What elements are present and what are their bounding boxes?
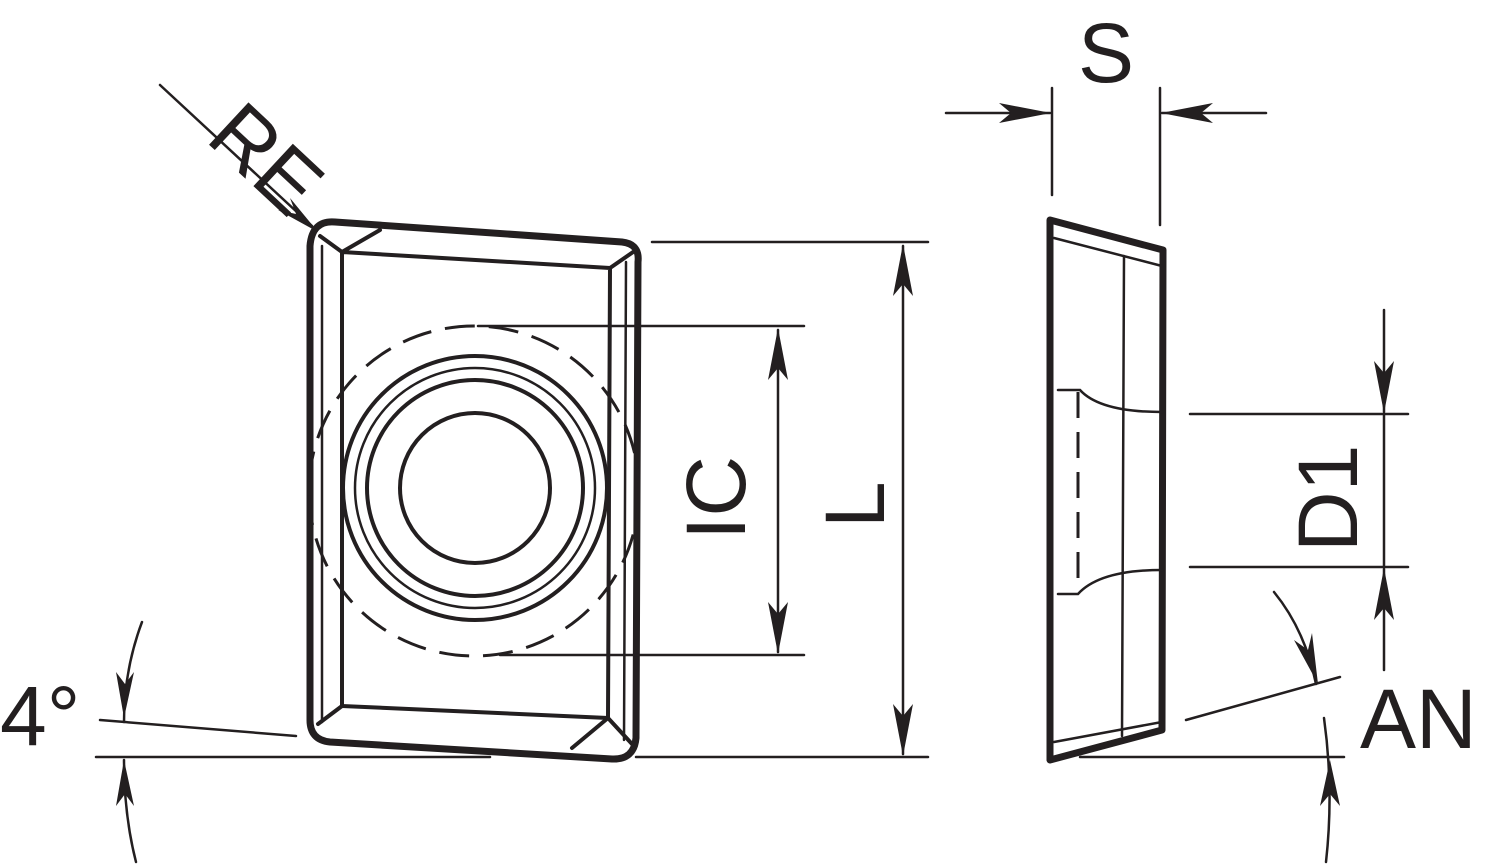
insert-cutting-edge-land <box>340 250 612 720</box>
side-view-chamfer-line <box>1052 236 1164 268</box>
l-label: L <box>808 481 902 528</box>
side-view-outline <box>1046 216 1167 764</box>
angle-inclined-line <box>98 718 298 738</box>
an-arc-upper <box>1272 590 1318 686</box>
angle-4-degree-dimension: 4° <box>0 620 492 864</box>
side-view-counterbore-bottom <box>1056 568 1164 596</box>
screw-hole <box>398 411 552 565</box>
l-length-dimension: L <box>634 240 930 759</box>
corner-bevel-top-left-b <box>340 228 382 254</box>
side-view-relief-line <box>1120 254 1126 738</box>
angle-arrow-upper <box>116 672 134 718</box>
counterbore-ring-inner <box>365 378 585 598</box>
angle-arc-upper <box>122 620 144 724</box>
an-arrow-lower <box>1320 760 1340 806</box>
ic-label: IC <box>669 456 763 540</box>
right-side-facet <box>622 260 628 742</box>
re-label: RE <box>192 84 341 232</box>
re-arrowhead <box>278 198 318 232</box>
ic-arrow-top <box>768 328 788 380</box>
s-thickness-dimension: S <box>944 6 1268 227</box>
l-arrow-top <box>893 244 913 296</box>
side-view-bottom-facet <box>1052 720 1164 744</box>
counterbore-ring-middle <box>353 366 597 610</box>
s-arrow-right <box>1161 103 1213 123</box>
re-leader-line <box>158 83 314 228</box>
an-arrow-upper <box>1294 633 1318 684</box>
insert-top-view <box>306 218 642 763</box>
an-clearance-angle-dimension: AN <box>1078 590 1477 864</box>
an-label: AN <box>1360 672 1477 766</box>
s-label: S <box>1078 6 1134 100</box>
insert-side-view <box>1046 216 1167 764</box>
inscribed-circle <box>307 324 641 658</box>
ic-arrow-bottom <box>768 602 788 654</box>
angle-arrow-lower <box>116 760 134 806</box>
d1-label: D1 <box>1281 445 1375 552</box>
counterbore-ring-outer <box>341 354 609 622</box>
corner-bevel-top-left <box>318 234 344 254</box>
corner-bevel-top-right <box>608 248 638 270</box>
d1-arrow-top <box>1374 361 1394 413</box>
d1-hole-diameter-dimension: D1 <box>1188 308 1410 672</box>
angle-label: 4° <box>0 669 80 763</box>
re-corner-radius-callout: RE <box>158 83 341 233</box>
corner-bevel-bottom-right-b <box>570 716 610 750</box>
corner-bevel-bottom-right <box>606 716 634 746</box>
l-arrow-bottom <box>893 704 913 756</box>
s-arrow-left <box>999 103 1051 123</box>
d1-arrow-bottom <box>1374 568 1394 620</box>
side-view-counterbore-top <box>1056 388 1164 414</box>
an-inclined-line <box>1184 675 1342 722</box>
ic-inscribed-circle-dimension: IC <box>476 324 806 657</box>
insert-outline <box>306 218 642 763</box>
